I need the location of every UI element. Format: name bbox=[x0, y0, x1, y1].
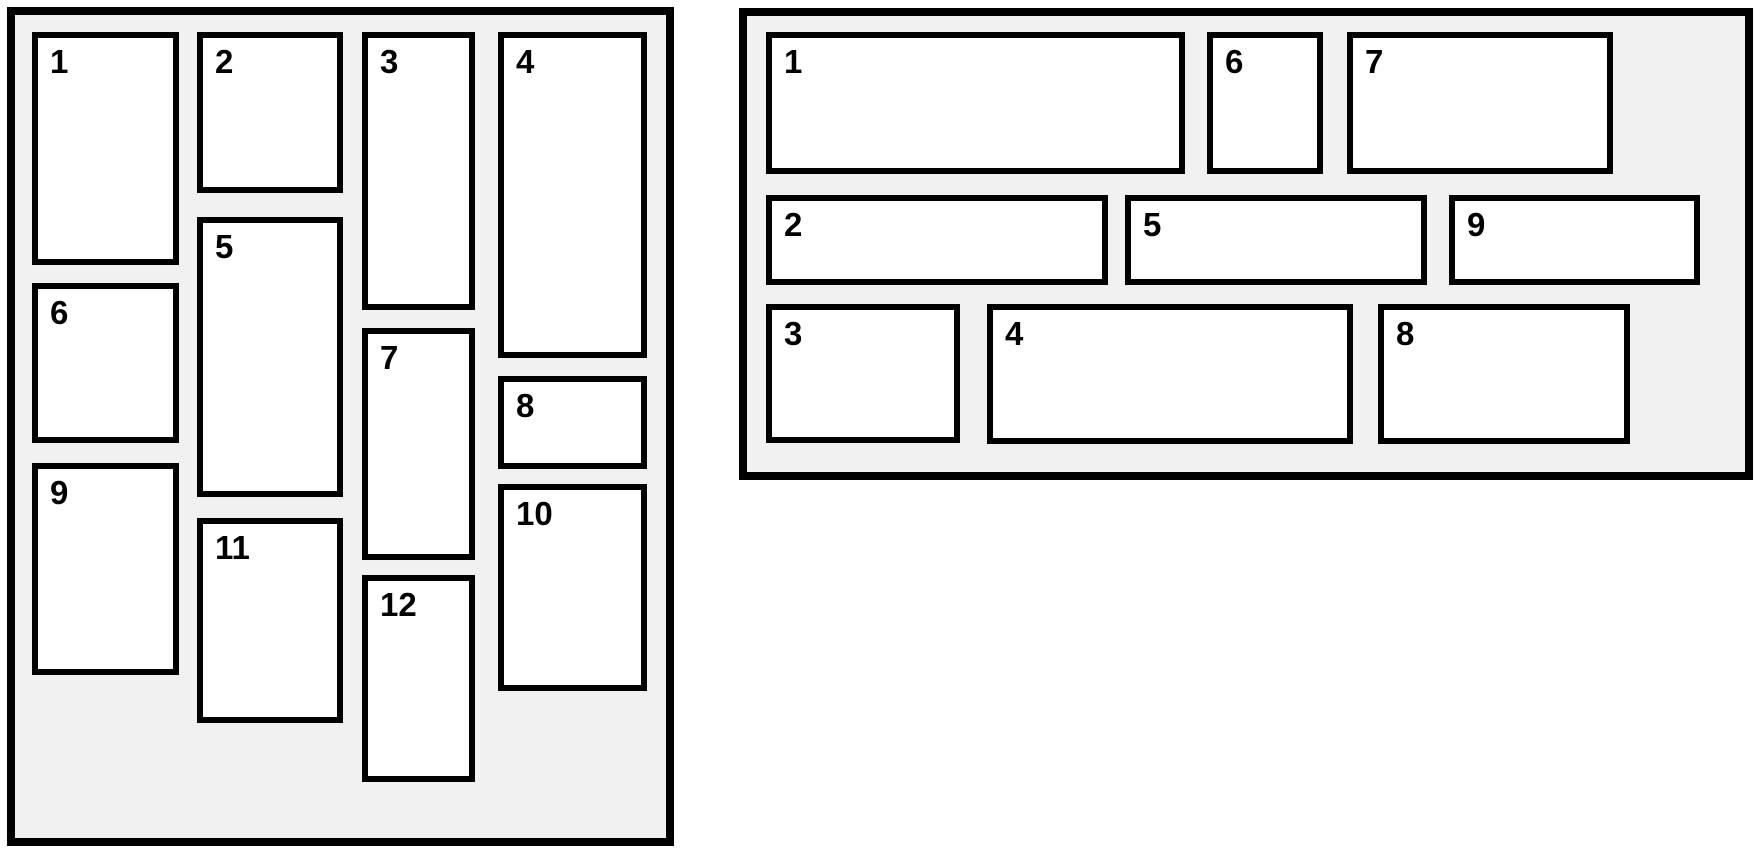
masonry-item-number: 5 bbox=[215, 228, 234, 265]
masonry-item-number: 2 bbox=[215, 43, 234, 80]
masonry-item-number: 7 bbox=[1365, 43, 1384, 80]
masonry-item-number: 7 bbox=[380, 339, 399, 376]
masonry-item-number: 6 bbox=[1225, 43, 1244, 80]
masonry-item-number: 2 bbox=[784, 206, 803, 243]
masonry-item: 11 bbox=[197, 518, 343, 723]
column-order-masonry-panel: 1 2 3 4 5 6 7 8 9 10 11 12 bbox=[7, 7, 674, 846]
masonry-item-number: 3 bbox=[380, 43, 399, 80]
masonry-item-number: 4 bbox=[1005, 315, 1024, 352]
masonry-item: 10 bbox=[498, 484, 647, 691]
masonry-item-number: 6 bbox=[50, 294, 69, 331]
masonry-item: 8 bbox=[1378, 304, 1630, 444]
masonry-item: 3 bbox=[362, 32, 475, 310]
masonry-item: 2 bbox=[197, 32, 343, 193]
masonry-item: 6 bbox=[32, 283, 179, 443]
masonry-item-number: 9 bbox=[1467, 206, 1486, 243]
masonry-item-number: 3 bbox=[784, 315, 803, 352]
row-order-masonry-panel: 1 2 3 4 5 6 7 8 9 bbox=[739, 8, 1753, 480]
masonry-item-number: 8 bbox=[1396, 315, 1415, 352]
masonry-item: 9 bbox=[32, 463, 179, 675]
masonry-item: 4 bbox=[498, 32, 647, 358]
masonry-item-number: 12 bbox=[380, 586, 417, 623]
masonry-item: 8 bbox=[498, 376, 647, 469]
masonry-item-number: 1 bbox=[50, 43, 69, 80]
masonry-item: 6 bbox=[1207, 32, 1323, 174]
masonry-item-number: 9 bbox=[50, 474, 69, 511]
masonry-item-number: 5 bbox=[1143, 206, 1162, 243]
masonry-item: 2 bbox=[766, 195, 1108, 285]
masonry-item-number: 10 bbox=[516, 495, 553, 532]
masonry-item: 7 bbox=[1347, 32, 1613, 174]
masonry-item: 9 bbox=[1449, 195, 1700, 285]
masonry-item: 1 bbox=[32, 32, 179, 265]
masonry-item-number: 8 bbox=[516, 387, 535, 424]
masonry-item-number: 4 bbox=[516, 43, 535, 80]
masonry-item: 5 bbox=[1125, 195, 1427, 285]
masonry-item: 7 bbox=[362, 328, 475, 560]
masonry-item: 4 bbox=[987, 304, 1353, 444]
masonry-item: 3 bbox=[766, 304, 960, 443]
masonry-item: 1 bbox=[766, 32, 1185, 174]
masonry-item: 5 bbox=[197, 217, 343, 497]
masonry-item-number: 1 bbox=[784, 43, 803, 80]
masonry-item: 12 bbox=[362, 575, 475, 782]
masonry-item-number: 11 bbox=[215, 529, 250, 566]
